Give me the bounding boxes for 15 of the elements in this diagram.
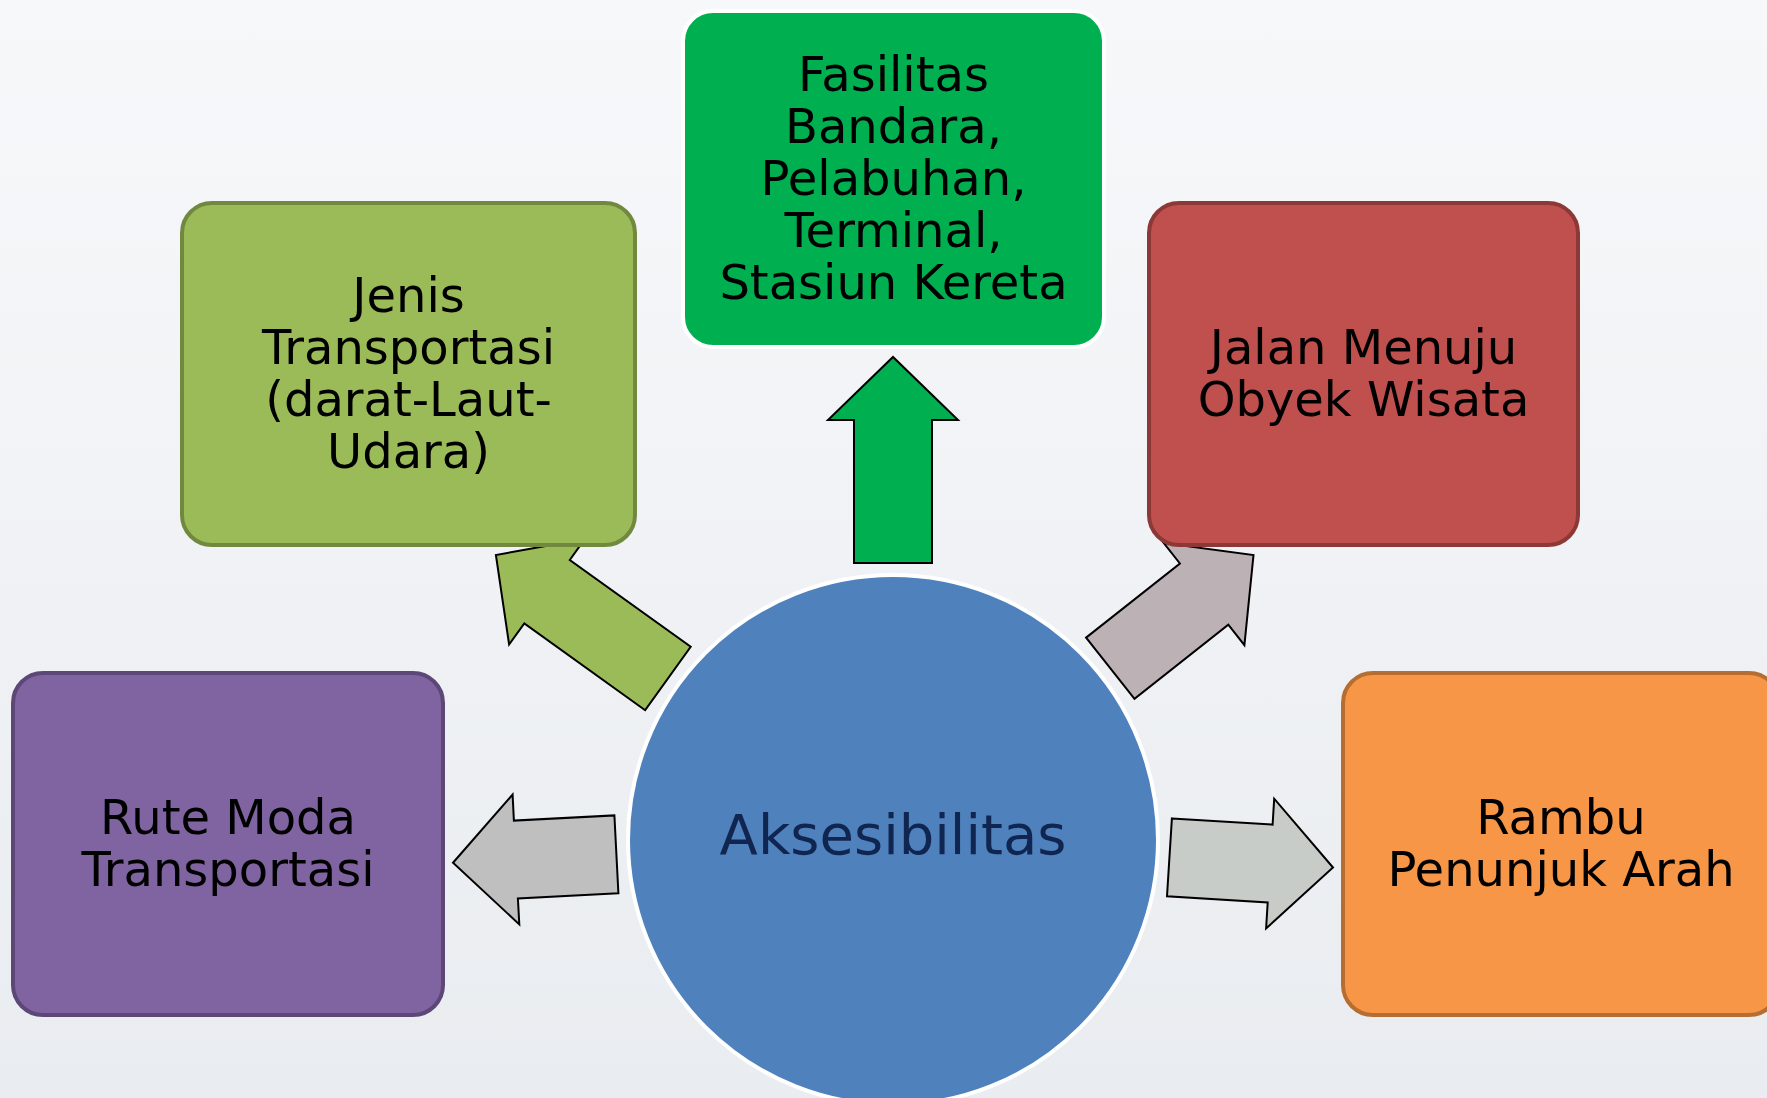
node-label: Rute Moda Transportasi: [80, 792, 376, 896]
node-label: Jenis Transportasi (darat-Laut-Udara): [261, 270, 556, 478]
rounded-box: [11, 671, 445, 1017]
node-label: Jalan Menuju Obyek Wisata: [1196, 322, 1531, 426]
rounded-box: [180, 201, 637, 547]
node-label: Rambu Penunjuk Arah: [1386, 792, 1736, 896]
rounded-box: [1147, 201, 1580, 547]
node-label: Fasilitas Bandara, Pelabuhan, Terminal, Stasiun Kereta: [718, 49, 1069, 309]
rounded-box: [681, 9, 1106, 349]
block-arrow: [825, 355, 961, 564]
block-arrow: [1084, 541, 1255, 701]
block-arrow: [1165, 796, 1335, 931]
node-label: Aksesibilitas: [719, 804, 1067, 866]
rounded-box: [1341, 671, 1767, 1017]
block-arrow: [451, 792, 620, 927]
